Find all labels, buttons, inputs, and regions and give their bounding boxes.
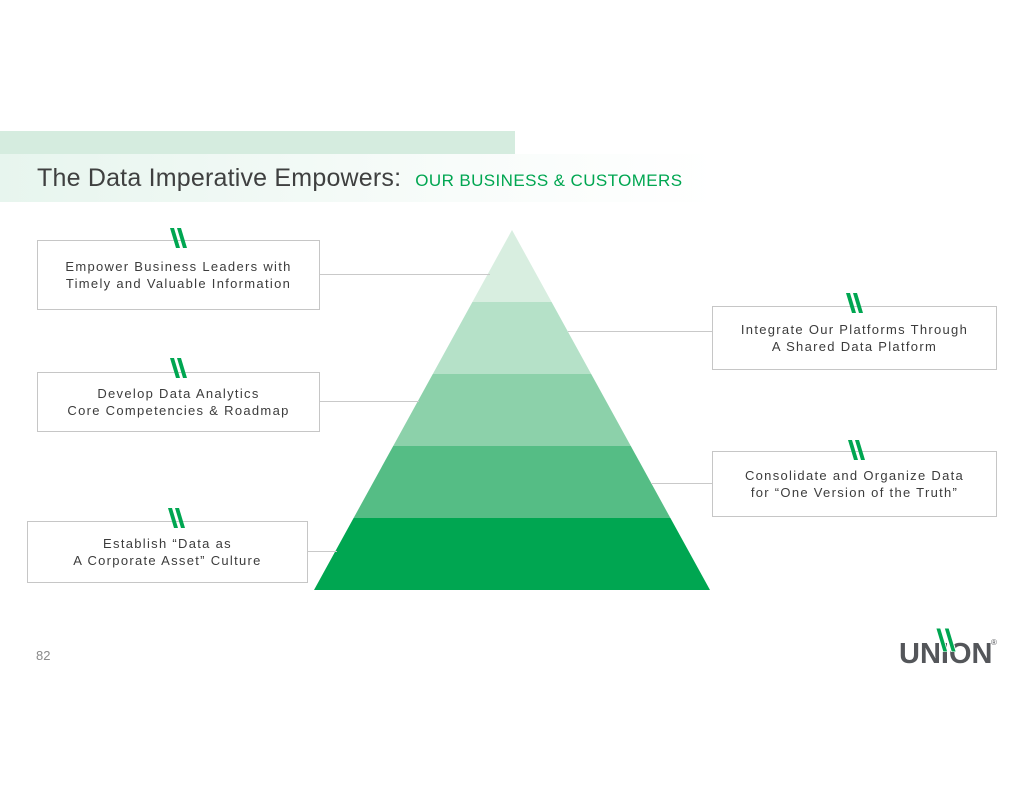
page-title: The Data Imperative Empowers: bbox=[37, 163, 402, 192]
connector-line bbox=[320, 401, 419, 402]
pyramid-layer-2 bbox=[432, 302, 592, 374]
pyramid-layer-5 bbox=[314, 518, 710, 590]
connector-line bbox=[308, 551, 337, 552]
callout-text-line: Timely and Valuable Information bbox=[65, 276, 292, 291]
callout-text-line: Empower Business Leaders with bbox=[65, 259, 292, 274]
callout-text-line: Core Competencies & Roadmap bbox=[67, 403, 290, 418]
callout-text-line: Establish “Data as bbox=[103, 536, 232, 551]
callout-text-line: A Shared Data Platform bbox=[771, 339, 938, 354]
logo-double-slash-icon bbox=[935, 628, 957, 652]
pyramid-layer-4 bbox=[353, 446, 671, 518]
page-number: 82 bbox=[36, 648, 51, 663]
callout-empower-business-leaders: Empower Business Leaders with Timely and… bbox=[37, 240, 320, 310]
callout-text-line: Develop Data Analytics bbox=[97, 386, 260, 401]
callout-text-line: for “One Version of the Truth” bbox=[750, 485, 959, 500]
double-slash-icon bbox=[170, 358, 187, 378]
page-subtitle: OUR BUSINESS & CUSTOMERS bbox=[415, 170, 683, 190]
callout-consolidate-organize-data: Consolidate and Organize Data for “One V… bbox=[712, 451, 997, 517]
callout-text-line: Consolidate and Organize Data bbox=[744, 468, 965, 483]
callout-text-line: A Corporate Asset” Culture bbox=[73, 553, 262, 568]
callout-develop-data-analytics: Develop Data Analytics Core Competencies… bbox=[37, 372, 320, 432]
callout-establish-data-culture: Establish “Data as A Corporate Asset” Cu… bbox=[27, 521, 308, 583]
top-accent-strip bbox=[0, 131, 515, 154]
double-slash-icon bbox=[846, 293, 863, 313]
pyramid-diagram bbox=[314, 230, 710, 590]
double-slash-icon bbox=[848, 440, 865, 460]
registered-mark: ® bbox=[991, 638, 997, 647]
connector-line bbox=[651, 483, 712, 484]
double-slash-icon bbox=[168, 508, 185, 528]
logo-wordmark: UNION bbox=[899, 638, 993, 670]
callout-integrate-platforms: Integrate Our Platforms Through A Shared… bbox=[712, 306, 997, 370]
connector-line bbox=[320, 274, 490, 275]
pyramid-layer-3 bbox=[393, 374, 631, 446]
pyramid-layer-1 bbox=[472, 230, 552, 302]
callout-text-line: Integrate Our Platforms Through bbox=[740, 322, 969, 337]
union-logo: UNION ® bbox=[899, 628, 1009, 670]
double-slash-icon bbox=[170, 228, 187, 248]
title-band: The Data Imperative Empowers: OUR BUSINE… bbox=[0, 154, 1024, 202]
connector-line bbox=[568, 331, 712, 332]
